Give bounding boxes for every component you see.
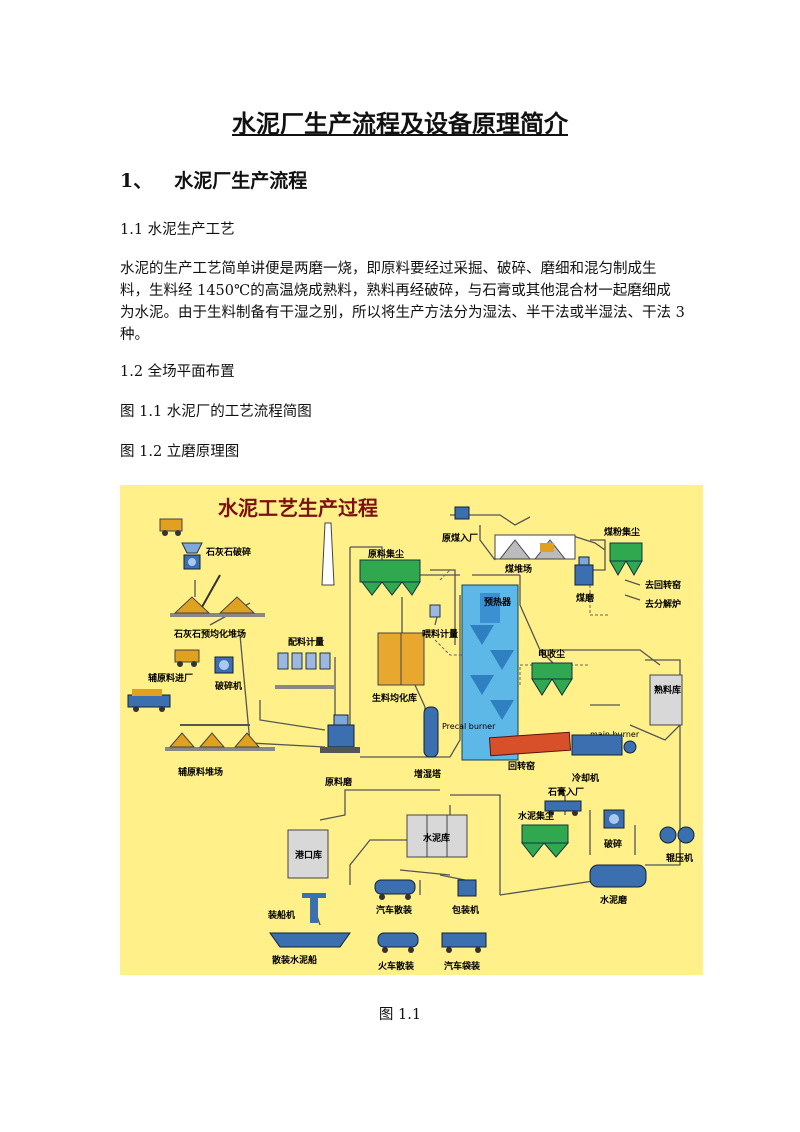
- raw-mill-icon: [320, 714, 360, 753]
- packer-icon: [457, 879, 477, 897]
- label-preheater: 预热器: [484, 596, 512, 608]
- raw-silo-icon: [377, 632, 425, 686]
- aux-lorry-icon: [127, 689, 171, 712]
- esp-icon: [531, 662, 573, 696]
- subsection-1-2: 1.2 全场平面布置: [120, 364, 235, 380]
- label-cement-silo: 水泥库: [423, 832, 450, 844]
- label-precal: Precal burner: [442, 722, 496, 731]
- gypsum-lorry-icon: [544, 800, 582, 816]
- label-port-silo: 港口库: [295, 849, 322, 861]
- label-coal-mill: 煤磨: [576, 592, 595, 604]
- label-rail-bulk: 火车散装: [378, 960, 415, 972]
- cement-silo-icon: [406, 814, 468, 858]
- label-raw-dust: 原料集尘: [368, 548, 404, 560]
- label-humidifier: 增湿塔: [414, 768, 442, 780]
- coal-yard-icon: [494, 534, 576, 560]
- rotary-kiln-icon: [488, 731, 572, 757]
- body-paragraph: 水泥的生产工艺简单讲便是两磨一烧，即原料要经过采掘、破碎、磨细和混匀制成生料，生…: [120, 261, 685, 343]
- label-to-kiln: 去回转窑: [645, 579, 681, 591]
- label-raw-mill: 原料磨: [325, 776, 353, 788]
- label-clinker-silo: 熟料库: [654, 684, 681, 696]
- coal-crane-icon: [454, 506, 470, 520]
- coal-mill-icon: [574, 556, 594, 586]
- section-heading: 1、水泥厂生产流程: [120, 166, 307, 193]
- air-lines: [434, 569, 610, 685]
- limestone-crusher-icon: [181, 542, 203, 570]
- label-packer: 包装机: [451, 904, 479, 916]
- ship-loader-icon: [302, 893, 326, 923]
- label-coal-dust: 煤粉集尘: [604, 526, 640, 538]
- label-aux-in: 辅原料进厂: [148, 672, 193, 684]
- preheater-tower-icon: [461, 584, 519, 761]
- label-limestone-crush: 石灰石破碎: [205, 546, 251, 558]
- label-bulk-ship: 散装水泥船: [272, 954, 317, 966]
- label-roller: 辊压机: [666, 852, 693, 864]
- label-feed-meter: 喂料计量: [422, 628, 458, 640]
- label-batching: 配料计量: [288, 636, 324, 648]
- label-to-calciner: 去分解炉: [645, 598, 681, 610]
- aux-yard-icon: [165, 724, 275, 751]
- section-number: 1、: [120, 170, 153, 192]
- label-ship-loader: 装船机: [267, 909, 295, 921]
- rail-bulk-icon: [377, 932, 419, 953]
- cement-dust-collector-icon: [520, 824, 570, 858]
- limestone-truck-icon: [159, 518, 183, 536]
- humidifier-icon: [423, 706, 439, 758]
- feed-meter-icon: [429, 604, 441, 618]
- cement-mill-icon: [589, 864, 647, 888]
- raw-dust-collector-icon: [359, 559, 421, 596]
- label-cement-mill: 水泥磨: [600, 894, 628, 906]
- aux-truck-icon: [174, 649, 200, 667]
- batching-bins-icon: [275, 652, 335, 689]
- truck-bulk-icon: [374, 879, 416, 900]
- label-crusher: 破碎机: [215, 680, 242, 692]
- label-esp: 电收尘: [538, 648, 565, 660]
- truck-bag-icon: [441, 932, 487, 953]
- document-title: 水泥厂生产流程及设备原理简介: [232, 109, 568, 138]
- label-coal-yard: 煤堆场: [505, 563, 532, 575]
- label-limestone-yard: 石灰石预均化堆场: [173, 628, 246, 640]
- chimney-icon: [321, 522, 335, 586]
- process-flow-diagram: 水泥工艺生产过程: [120, 485, 703, 975]
- label-cooler: 冷却机: [572, 772, 599, 784]
- label-crush2: 破碎: [604, 838, 622, 850]
- label-coal-in: 原煤入厂: [442, 532, 478, 544]
- crush2-icon: [603, 809, 625, 829]
- section-title: 水泥厂生产流程: [174, 170, 308, 192]
- coal-dust-collector-icon: [609, 542, 643, 577]
- subsection-1-1: 1.1 水泥生产工艺: [120, 222, 235, 238]
- diagram-title: 水泥工艺生产过程: [218, 496, 378, 520]
- label-truck-bag: 汽车袋装: [444, 960, 481, 972]
- label-truck-bulk: 汽车散装: [376, 904, 413, 916]
- cooler-icon: [571, 734, 637, 756]
- label-raw-silo: 生料均化库: [372, 692, 417, 704]
- port-silo-icon: [287, 829, 329, 879]
- label-gypsum-in: 石膏入厂: [547, 786, 584, 798]
- label-aux-yard: 辅原料堆场: [178, 766, 223, 778]
- bulk-ship-icon: [269, 932, 351, 948]
- limestone-yard-icon: [170, 574, 265, 617]
- clinker-silo-icon: [649, 674, 683, 726]
- figure-ref-1-2: 图 1.2 立磨原理图: [120, 444, 240, 460]
- figure-ref-1-1: 图 1.1 水泥厂的工艺流程简图: [120, 404, 312, 420]
- crusher-icon: [214, 656, 234, 674]
- roller-press-icon: [659, 826, 695, 844]
- figure-caption: 图 1.1: [378, 1007, 422, 1023]
- label-kiln: 回转窑: [508, 760, 535, 772]
- label-cement-dust: 水泥集尘: [518, 810, 554, 822]
